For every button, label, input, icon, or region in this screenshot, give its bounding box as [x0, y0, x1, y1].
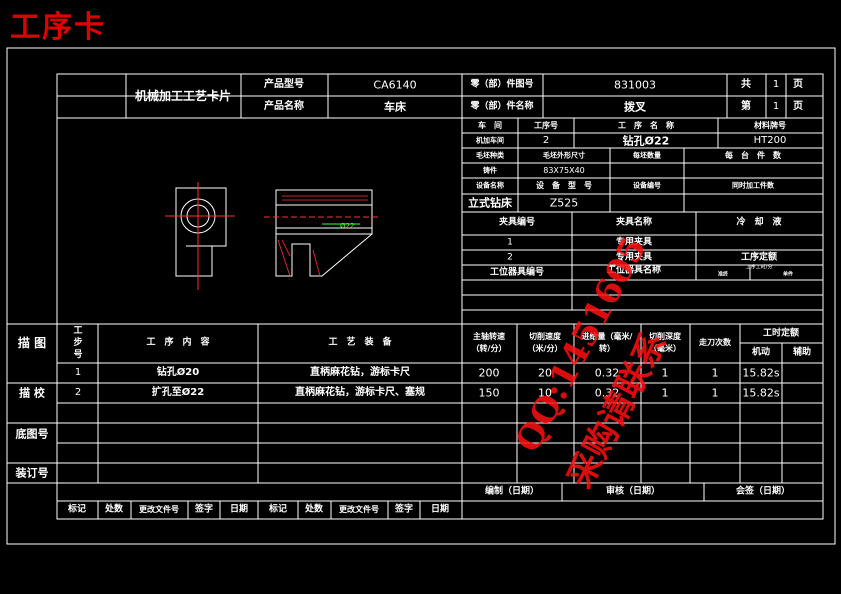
- mark-2: 处数: [104, 504, 124, 515]
- part-name-label: 零（部）件名称: [470, 101, 534, 112]
- equip-model-value: Z525: [549, 196, 579, 210]
- step-2-speed: 150: [478, 386, 500, 400]
- blank-count-label: 每坯数量: [633, 151, 661, 160]
- card-title: 机械加工工艺卡片: [134, 89, 232, 103]
- check-label: 描 校: [19, 386, 45, 400]
- product-name-label: 产品名称: [264, 101, 304, 112]
- blank-size-value: 83X75X40: [543, 166, 585, 175]
- mark-4: 签字: [194, 504, 214, 515]
- step-1-cut: 20: [538, 366, 552, 380]
- mark-1: 标记: [67, 504, 87, 515]
- equip-model-label: 设 备 型 号: [536, 181, 592, 190]
- coolant-label: 冷 却 液: [736, 217, 782, 228]
- sign-label: 会签（日期）: [735, 486, 791, 497]
- sheet-value: 1: [772, 101, 780, 112]
- mark-3: 更改文件号: [139, 505, 179, 514]
- step-1-speed: 200: [478, 366, 500, 380]
- blank-size-label: 毛坯外形尺寸: [543, 151, 585, 160]
- fixture-row-2-no: 2: [507, 252, 513, 263]
- aux-header: 辅助: [792, 347, 812, 358]
- fixture-no-label: 夹具编号: [498, 217, 536, 228]
- dimension-label: Ø22: [340, 222, 354, 230]
- bind-no-label: 装订号: [15, 466, 49, 480]
- equip-name-value: 立式钻床: [468, 196, 512, 210]
- material-value: HT200: [753, 135, 787, 146]
- op-name-value: 钻孔Ø22: [622, 134, 670, 148]
- fixture-row-1-name: 专用夹具: [615, 237, 653, 248]
- step-2-no: 2: [74, 387, 82, 398]
- op-no-label: 工序号: [534, 121, 558, 130]
- step-1-depth: 1: [661, 366, 669, 380]
- sheet-page-label: 页: [793, 101, 803, 112]
- sheet-label: 第: [741, 101, 751, 112]
- step-2-feed: 0.32: [594, 386, 620, 400]
- mark-6: 标记: [268, 504, 288, 515]
- compiled-label: 编制（日期）: [484, 486, 540, 497]
- equipment-header: 工 艺 装 备: [328, 337, 392, 348]
- base-no-label: 底图号: [15, 427, 49, 441]
- step-2-content: 扩孔至Ø22: [151, 387, 205, 398]
- blank-type-value: 铸件: [483, 166, 497, 175]
- step-2-equipment: 直柄麻花钻，游标卡尺、塞规: [295, 387, 425, 398]
- cut-speed-header: 切削速度（米/分）: [527, 332, 563, 353]
- speed-header: 主轴转速（转/分）: [471, 332, 507, 353]
- part-no-value: 831003: [614, 78, 656, 92]
- quota-header: 工时定额: [762, 328, 800, 339]
- step-no-header: 工步号: [73, 326, 83, 360]
- part-name-value: 拨叉: [624, 100, 646, 114]
- step-1-passes: 1: [711, 366, 719, 380]
- product-model-value: CA6140: [373, 78, 417, 92]
- total-label: 共: [741, 79, 751, 90]
- product-name-value: 车床: [384, 100, 406, 114]
- mark-9: 签字: [394, 504, 414, 515]
- prep-label: 准终: [717, 271, 729, 278]
- unit-time-label: 工序工时/分: [745, 264, 773, 271]
- fixture-row-2-name: 专用夹具: [615, 252, 653, 263]
- step-1-no: 1: [74, 367, 82, 378]
- step-1-feed: 0.32: [594, 366, 620, 380]
- total-page-label: 页: [793, 79, 803, 90]
- part-drawing: Ø22: [165, 182, 380, 290]
- mark-7: 处数: [304, 504, 324, 515]
- product-model-label: 产品型号: [264, 79, 304, 90]
- fixture-row-1-no: 1: [507, 237, 513, 248]
- blank-type-label: 毛坯种类: [476, 151, 504, 160]
- depth-header: 切削深度（毫米）: [649, 332, 681, 353]
- fixture-name-label: 夹具名称: [615, 217, 653, 228]
- step-1-machine: 15.82s: [742, 366, 780, 380]
- quota-label: 工序定额: [740, 252, 778, 263]
- step-2-passes: 1: [711, 386, 719, 400]
- step-1-equipment: 直柄麻花钻，游标卡尺: [310, 367, 410, 378]
- station-name-label: 工位器具名称: [606, 265, 662, 276]
- mark-8: 更改文件号: [339, 505, 379, 514]
- page-title: 工序卡: [10, 10, 106, 45]
- step-1-content: 钻孔Ø20: [156, 367, 200, 378]
- per-unit-label: 每 台 件 数: [725, 151, 781, 160]
- material-label: 材料牌号: [754, 121, 786, 130]
- op-no-value: 2: [542, 135, 550, 146]
- content-header: 工 序 内 容: [146, 337, 210, 348]
- feed-header: 进给量（毫米/转）: [581, 332, 633, 353]
- step-2-cut: 10: [538, 386, 552, 400]
- station-no-label: 工位器具编号: [489, 267, 545, 278]
- op-name-label: 工 序 名 称: [618, 121, 674, 130]
- trace-label: 描 图: [17, 336, 47, 350]
- total-value: 1: [772, 79, 780, 90]
- workshop-value: 机加车间: [476, 136, 504, 145]
- review-label: 审核（日期）: [605, 486, 661, 497]
- equip-name-label: 设备名称: [476, 181, 504, 190]
- part-no-label: 零（部）件图号: [470, 79, 534, 90]
- simul-label: 同时加工件数: [732, 181, 774, 190]
- passes-header: 走刀次数: [699, 338, 731, 347]
- step-2-machine: 15.82s: [742, 386, 780, 400]
- equip-no-label: 设备编号: [633, 181, 661, 190]
- mark-5: 日期: [229, 504, 249, 515]
- machine-header: 机动: [751, 347, 771, 358]
- mark-10: 日期: [430, 504, 450, 515]
- workshop-label: 车 间: [478, 121, 502, 130]
- unit-label: 单件: [782, 271, 794, 278]
- step-2-depth: 1: [661, 386, 669, 400]
